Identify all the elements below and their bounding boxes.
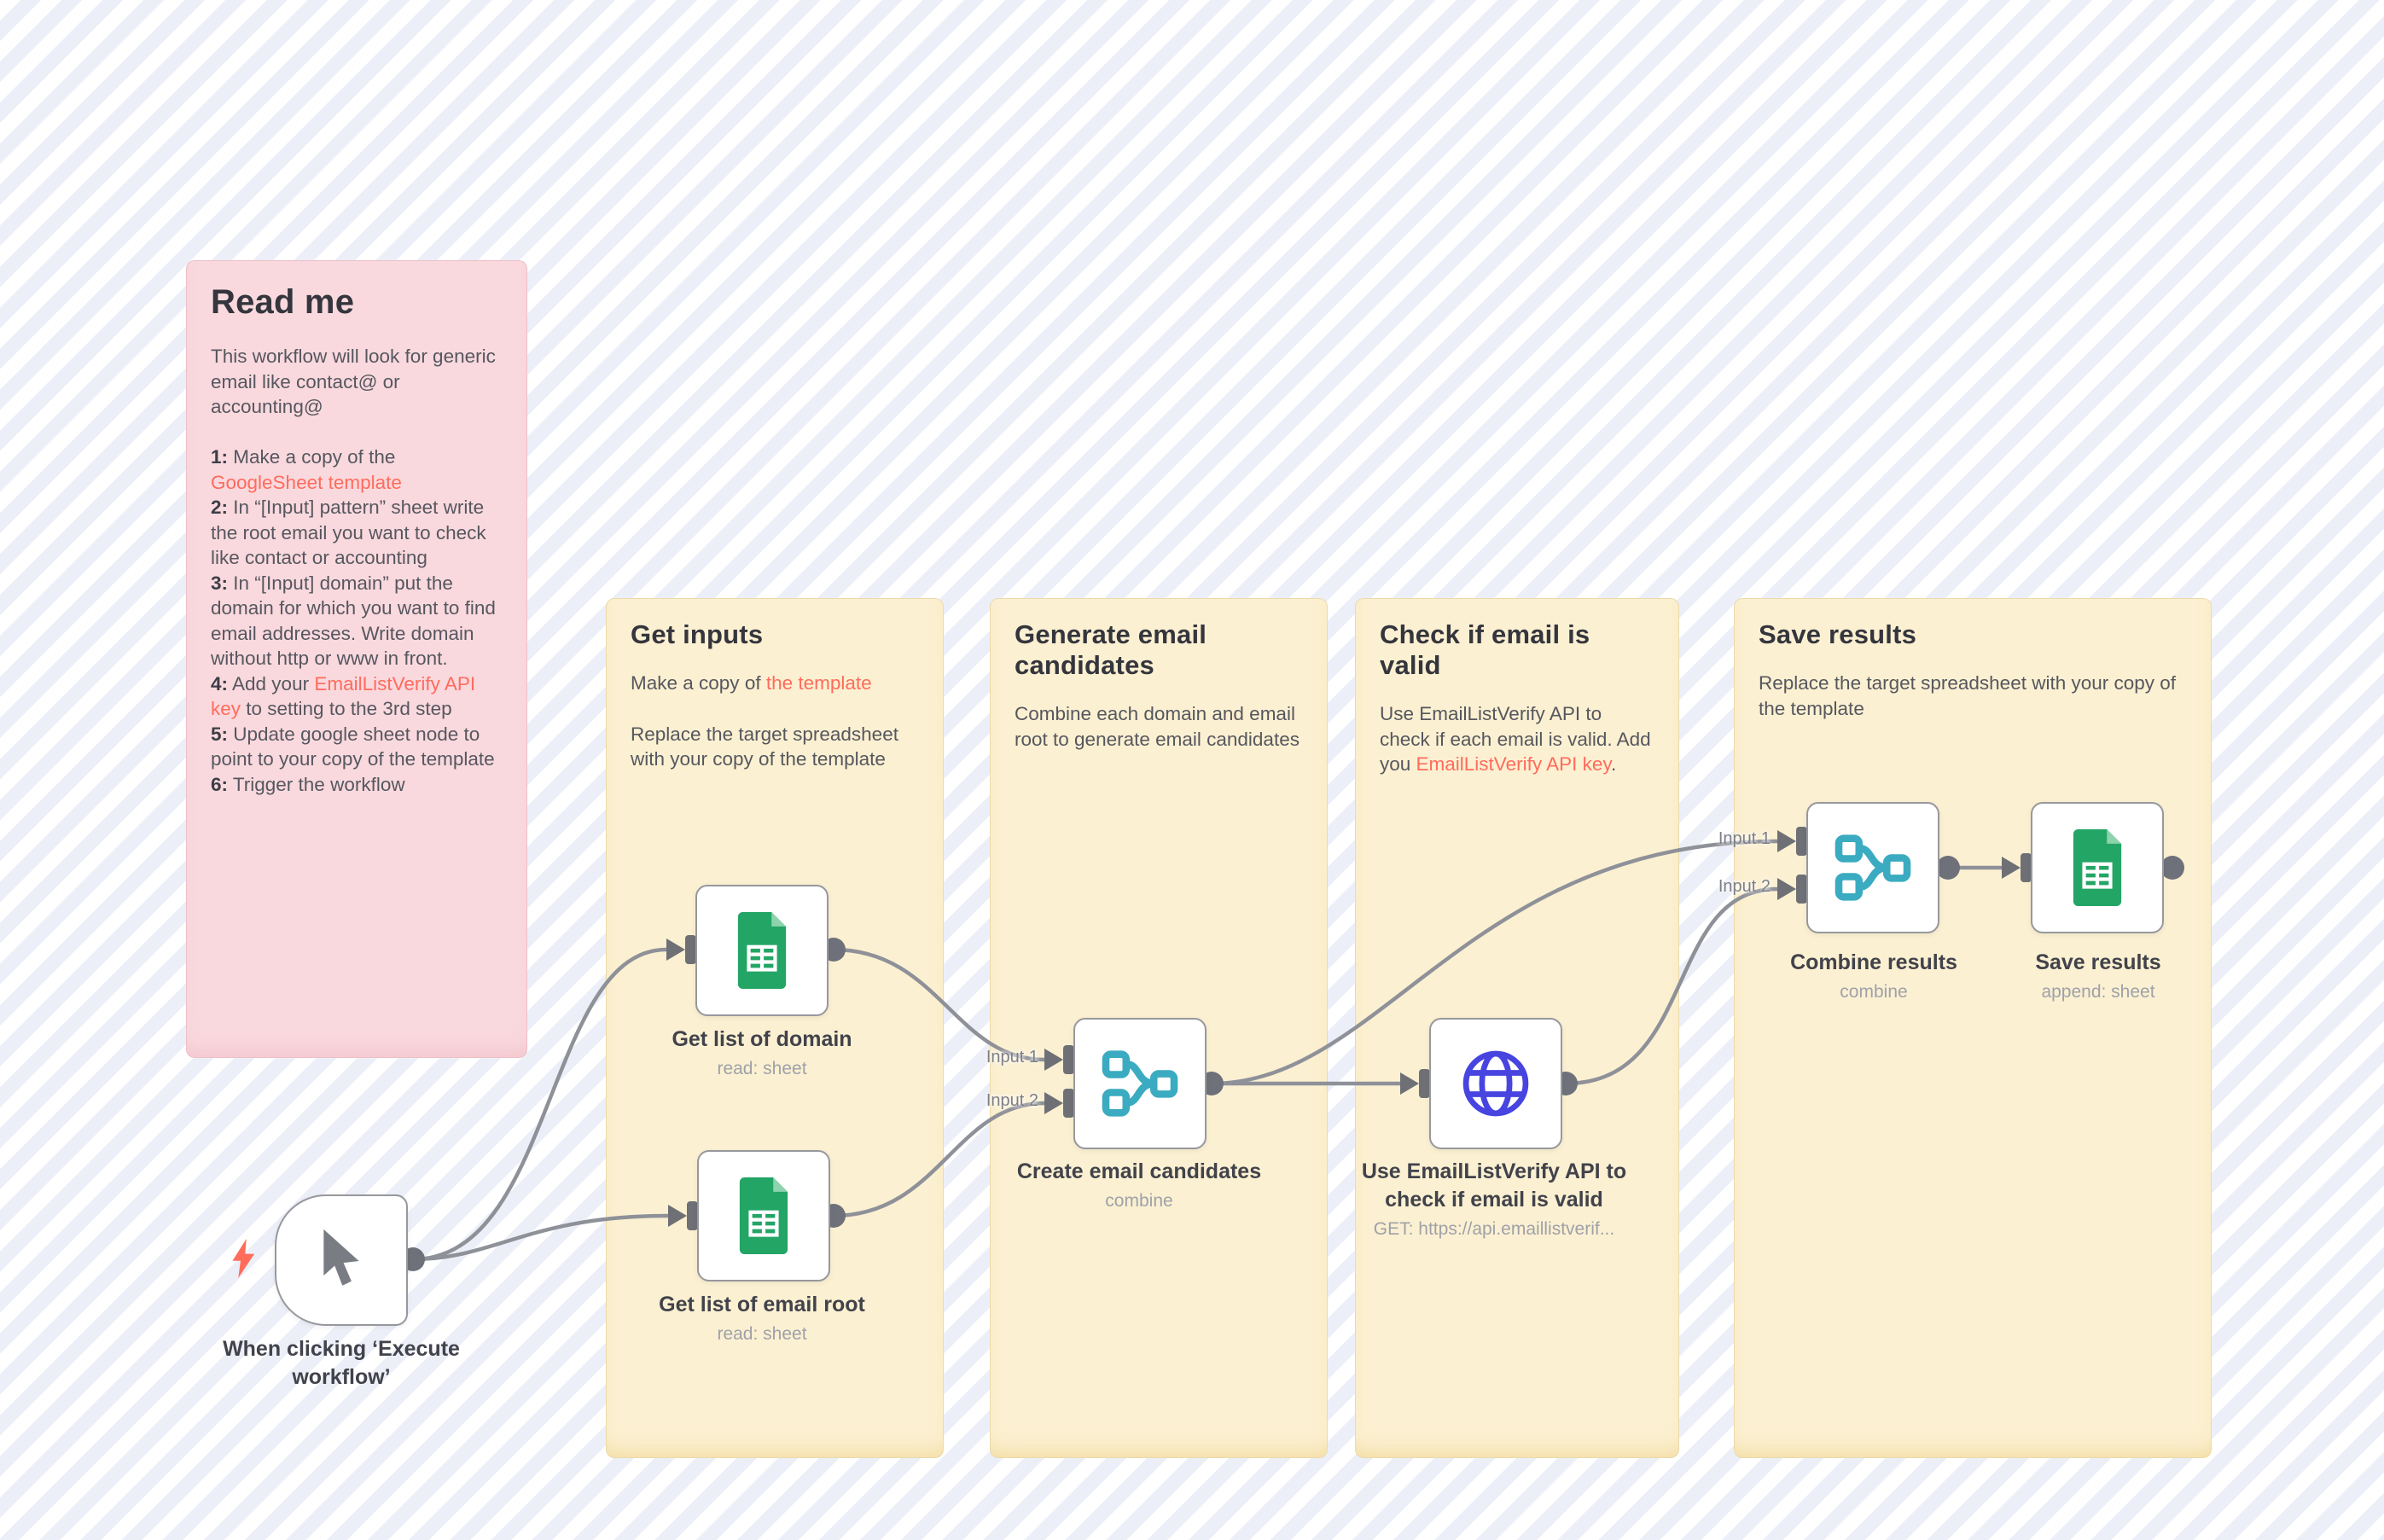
sticky-note-save-results[interactable]: Save results Replace the target spreadsh… (1734, 598, 2212, 1458)
readme-intro: This workflow will look for generic emai… (211, 346, 496, 417)
google-sheets-icon (2073, 829, 2122, 906)
sticky-title-save: Save results (1759, 619, 1917, 649)
connection-trigger-to-get-email-root[interactable] (412, 1213, 669, 1262)
node-label-get-domain: Get list of domain read: sheet (672, 1027, 852, 1078)
sticky-body-save: Replace the target spreadsheet with your… (1759, 672, 2177, 719)
node-use-emaillistverify-api[interactable] (1429, 1018, 1562, 1149)
sticky-body-generate: Combine each domain and email root to ge… (1015, 703, 1300, 750)
cursor-icon (323, 1229, 359, 1286)
sticky-note-get-inputs[interactable]: Get inputs Make a copy of the template R… (606, 598, 944, 1458)
sticky-title-readme: Read me (211, 283, 355, 321)
node-save-results[interactable] (2031, 802, 2164, 933)
globe-icon (1462, 1050, 1529, 1117)
emaillistverify-key-link[interactable]: EmailListVerify API key (211, 672, 476, 720)
node-label-get-email-root: Get list of email root read: sheet (659, 1293, 865, 1344)
sticky-title-generate: Generate email candidates (1015, 619, 1207, 680)
input-1-label: Input 1 (986, 1048, 1038, 1066)
connection-check-email-to-combine-input2[interactable] (1565, 886, 1778, 1086)
input-2-label: Input 2 (986, 1091, 1038, 1110)
node-label-combine-results: Combine results combine (1790, 950, 1957, 1002)
sticky-title-get-inputs: Get inputs (631, 619, 764, 649)
google-sheets-icon (739, 1177, 788, 1254)
sticky-title-check: Check if email is valid (1380, 619, 1590, 680)
sticky-body-readme: This workflow will look for generic emai… (211, 346, 496, 795)
connection-create-to-combine-input1[interactable] (1211, 839, 1778, 1086)
merge-icon (1102, 1050, 1178, 1117)
node-get-list-of-domain[interactable] (695, 885, 829, 1016)
input-1-label: Input 1 (1718, 829, 1771, 848)
sticky-note-readme[interactable]: Read me This workflow will look for gene… (186, 260, 527, 1058)
node-label-check-email: Use EmailListVerify API to check if emai… (1361, 1159, 1627, 1239)
merge-icon (1835, 834, 1911, 901)
google-sheets-icon (737, 912, 787, 989)
lightning-bolt-icon (232, 1239, 256, 1282)
sticky-body-check: Use EmailListVerify API to check if each… (1380, 703, 1651, 775)
template-link[interactable]: the template (765, 672, 872, 694)
node-label-create-candidates: Create email candidates combine (1016, 1159, 1262, 1211)
node-combine-results[interactable] (1806, 802, 1939, 933)
connection-trigger-to-get-domain[interactable] (412, 947, 667, 1262)
node-label-trigger: When clicking ‘Execute workflow’ (223, 1337, 460, 1389)
node-get-list-of-email-root[interactable] (697, 1150, 830, 1281)
googlesheet-template-link[interactable]: GoogleSheet template (211, 471, 402, 493)
node-label-save-results: Save results append: sheet (2035, 950, 2161, 1002)
node-when-clicking-execute-workflow[interactable] (275, 1194, 408, 1326)
connection-get-domain-to-create-input1[interactable] (833, 947, 1045, 1062)
emaillistverify-key-link-2[interactable]: EmailListVerify API key (1416, 753, 1611, 775)
node-create-email-candidates[interactable] (1073, 1018, 1207, 1149)
connection-get-email-root-to-create-input2[interactable] (833, 1101, 1045, 1218)
sticky-body-get-inputs: Make a copy of the template Replace the … (631, 672, 898, 770)
input-2-label: Input 2 (1718, 877, 1771, 896)
